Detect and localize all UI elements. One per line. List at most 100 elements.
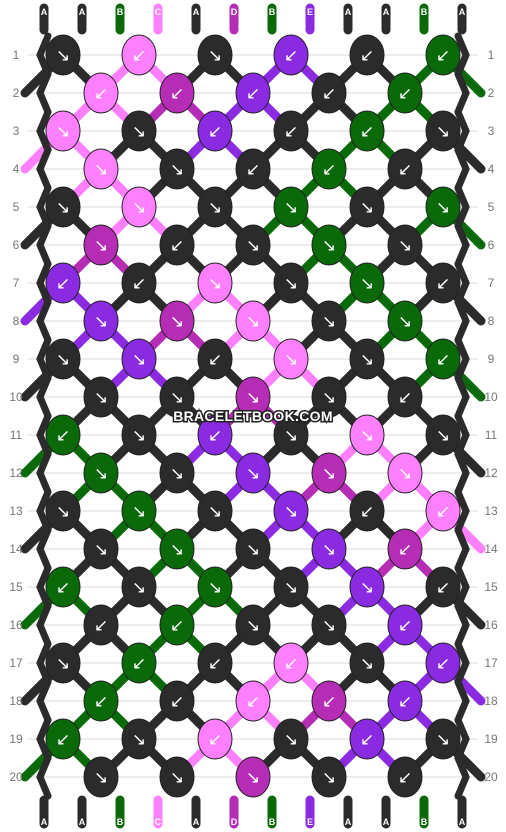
knot: ↙ [349, 718, 385, 760]
knot-oval [83, 72, 119, 114]
knot-arrow-icon: ↘ [94, 464, 108, 484]
knot-oval [121, 718, 157, 760]
knot: ↙ [311, 148, 347, 190]
knot-oval [349, 642, 385, 684]
edge-thread-right [454, 336, 470, 382]
knot-oval [425, 642, 461, 684]
knot-oval [387, 300, 423, 342]
knot-arrow-icon: ↙ [398, 540, 412, 560]
knot-oval [311, 528, 347, 570]
row-number-right: 16 [484, 618, 498, 632]
knot-arrow-icon: ↘ [284, 578, 298, 598]
knot-arrow-icon: ↘ [132, 578, 146, 598]
edge-thread-right [454, 450, 470, 496]
strand-label-top: C [155, 7, 162, 17]
knot-arrow-icon: ↘ [284, 426, 298, 446]
edge-thread-right [454, 412, 470, 458]
knot-arrow-icon: ↘ [246, 768, 260, 788]
knot-arrow-icon: ↘ [322, 540, 336, 560]
row-number-left: 6 [13, 238, 20, 252]
knot-arrow-icon: ↙ [56, 274, 70, 294]
knots-layer: ↘ ↙ ↘ ↙ ↙ ↙ ↙ ↙ ↙ ↙ ↙ ↘ ↘ ↙ ↙ ↙ ↘ ↘ ↘ ↙ ↙ ↙ ↘ ↘ ↘ ↘ ↘ ↘ ↘ ↙ ↘ ↘ ↘ ↙ ↙ ↘ ↘ ↘ ↙ ↘… [45, 34, 461, 798]
knot-arrow-icon: ↘ [56, 46, 70, 66]
edge-thread-right [454, 184, 470, 230]
edge-thread-left [36, 70, 52, 116]
strand-label-top: B [117, 7, 124, 17]
knot-oval [349, 338, 385, 380]
knot-oval [121, 186, 157, 228]
strand-label-bottom: B [269, 817, 276, 827]
knot: ↘ [311, 376, 347, 418]
knot-arrow-icon: ↙ [208, 730, 222, 750]
knot-oval [45, 414, 81, 456]
knot-arrow-icon: ↘ [56, 654, 70, 674]
knot: ↘ [235, 224, 271, 266]
knot-arrow-icon: ↘ [322, 616, 336, 636]
row-number-left: 9 [13, 352, 20, 366]
knot-oval [349, 34, 385, 76]
knot-arrow-icon: ↘ [398, 464, 412, 484]
knot: ↘ [387, 224, 423, 266]
knot-arrow-icon: ↘ [436, 426, 450, 446]
knot-oval [83, 756, 119, 798]
knot: ↙ [45, 414, 81, 456]
knot-arrow-icon: ↙ [322, 160, 336, 180]
knot-arrow-icon: ↙ [436, 502, 450, 522]
knot-arrow-icon: ↙ [170, 236, 184, 256]
knot-oval [83, 376, 119, 418]
knot-oval [273, 262, 309, 304]
knot: ↙ [197, 642, 233, 684]
knot-arrow-icon: ↘ [132, 730, 146, 750]
knot: ↙ [387, 528, 423, 570]
knot-arrow-icon: ↙ [170, 84, 184, 104]
knot: ↙ [159, 224, 195, 266]
edge-thread-right [454, 640, 470, 686]
edge-thread-left [36, 526, 52, 572]
knot-arrow-icon: ↘ [56, 198, 70, 218]
row-number-left: 11 [10, 428, 23, 442]
knot: ↘ [121, 186, 157, 228]
knot: ↘ [45, 490, 81, 532]
knot-arrow-icon: ↘ [246, 312, 260, 332]
knot-arrow-icon: ↙ [208, 350, 222, 370]
knot: ↙ [235, 148, 271, 190]
strand-label-top: A [383, 7, 390, 17]
knot: ↘ [235, 376, 271, 418]
knot-oval [311, 452, 347, 494]
knot-arrow-icon: ↙ [94, 84, 108, 104]
knot: ↙ [45, 262, 81, 304]
knot: ↘ [311, 224, 347, 266]
knot-arrow-icon: ↙ [398, 388, 412, 408]
knot-oval [197, 642, 233, 684]
knot-oval [121, 262, 157, 304]
knot-arrow-icon: ↘ [56, 350, 70, 370]
row-number-left: 14 [9, 542, 23, 556]
knot-oval [45, 186, 81, 228]
row-number-left: 3 [13, 124, 20, 138]
row-number-left: 2 [13, 86, 20, 100]
strand-label-bottom: A [79, 817, 86, 827]
knot-arrow-icon: ↘ [360, 274, 374, 294]
knot: ↘ [45, 338, 81, 380]
knot-arrow-icon: ↙ [322, 84, 336, 104]
edge-thread-right [454, 260, 470, 306]
knot: ↙ [45, 718, 81, 760]
knot-oval [121, 566, 157, 608]
knot: ↘ [311, 604, 347, 646]
knot: ↙ [311, 72, 347, 114]
knot-arrow-icon: ↘ [322, 464, 336, 484]
knot-arrow-icon: ↙ [398, 768, 412, 788]
knot-oval [387, 376, 423, 418]
knot-arrow-icon: ↙ [436, 350, 450, 370]
knot-arrow-icon: ↘ [94, 312, 108, 332]
knot-arrow-icon: ↘ [94, 768, 108, 788]
row-number-left: 4 [13, 162, 20, 176]
strand-label-top: D [231, 7, 238, 17]
edge-thread-left [36, 146, 52, 192]
knot: ↙ [83, 72, 119, 114]
knot-arrow-icon: ↘ [94, 160, 108, 180]
knot-arrow-icon: ↙ [284, 122, 298, 142]
knot-oval [273, 34, 309, 76]
knot-oval [349, 110, 385, 152]
knot-arrow-icon: ↙ [56, 730, 70, 750]
